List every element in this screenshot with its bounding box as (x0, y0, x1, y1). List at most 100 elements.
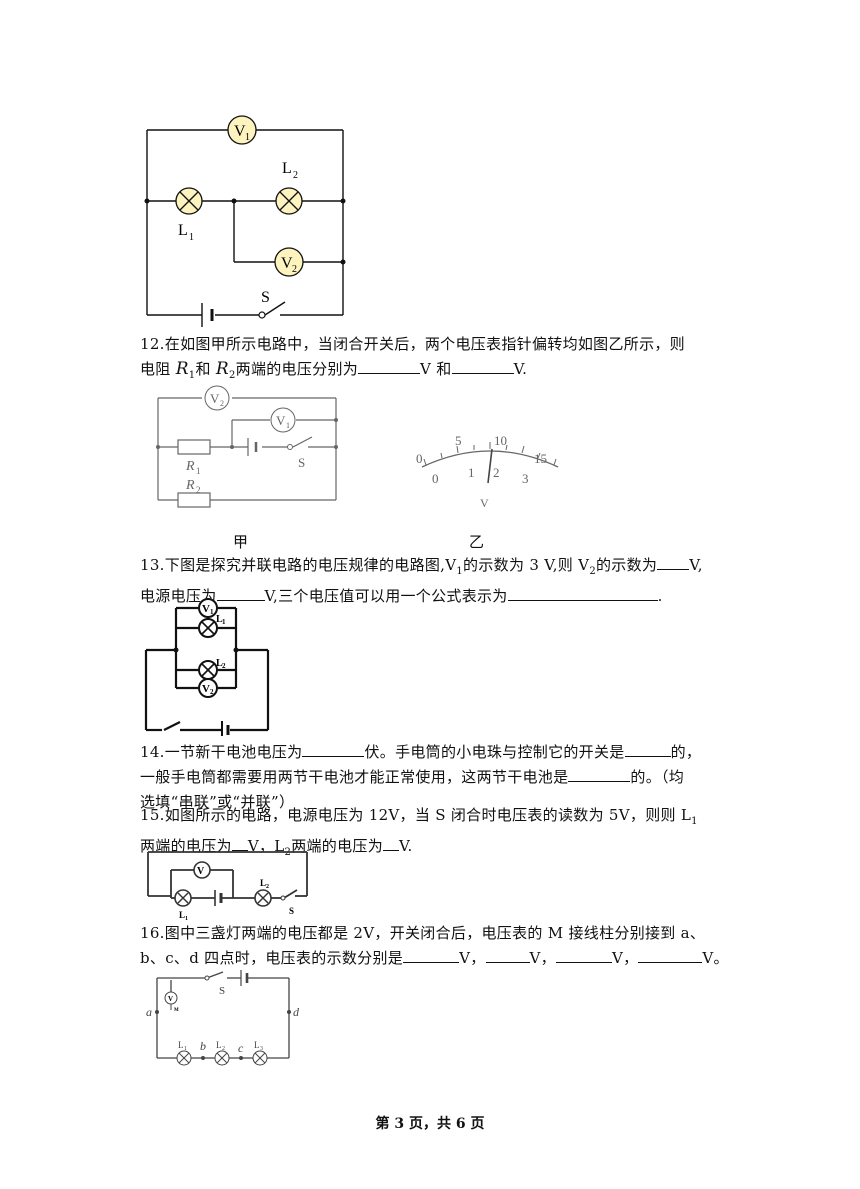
svg-text:V: V (202, 683, 210, 695)
voltmeter-v2-icon: V 2 (204, 385, 230, 411)
lamp-l1-icon (198, 618, 218, 638)
q16-answer-blank-4[interactable] (638, 947, 703, 963)
svg-text:1: 1 (468, 465, 475, 480)
lamp-l2-icon (254, 889, 272, 907)
meter-needle (487, 448, 493, 484)
q12-answer-blank-1[interactable] (358, 358, 421, 374)
figure-q16-circuit: V M S a d b c L 1 L 2 L 3 (146, 970, 300, 1066)
svg-text:S: S (298, 455, 305, 470)
voltmeter-v1-icon: V 1 (270, 407, 296, 433)
q13-answer-blank-2[interactable] (216, 585, 265, 601)
figure-q15-circuit: V L 1 L 2 S (147, 851, 308, 920)
lamp-l1-icon (174, 889, 192, 907)
svg-text:S: S (261, 289, 270, 306)
svg-text:V: V (234, 123, 246, 140)
svg-text:L: L (282, 160, 292, 177)
svg-text:2: 2 (493, 465, 500, 480)
svg-text:V: V (197, 866, 205, 877)
svg-text:L: L (254, 1040, 260, 1050)
q16-answer-blank-1[interactable] (403, 947, 460, 963)
svg-text:L: L (216, 658, 223, 669)
question-13: 13.下图是探究并联电路的电压规律的电路图,V1的示数为 3 V,则 V2的示数… (140, 554, 703, 605)
svg-text:L: L (178, 222, 188, 239)
svg-text:0: 0 (416, 451, 423, 466)
figure-q12-jia-circuit: V 2 V 1 R 1 R 2 S (156, 385, 338, 508)
svg-text:c: c (238, 1041, 244, 1055)
switch-contact (258, 311, 266, 319)
lamp-l2-icon (214, 1050, 230, 1066)
voltmeter-icon: V (193, 861, 211, 879)
figure-q13-circuit: V 1 L 1 L 2 V 2 (144, 598, 270, 736)
svg-text:1: 1 (189, 232, 194, 243)
q15-answer-blank-2[interactable] (383, 835, 399, 851)
svg-text:a: a (146, 1005, 152, 1019)
svg-text:M: M (174, 1008, 179, 1013)
q13-answer-blank-1[interactable] (657, 554, 690, 570)
svg-text:1: 1 (210, 608, 214, 616)
svg-text:0: 0 (432, 471, 439, 486)
lamp-l1-icon (176, 1050, 192, 1066)
lamp-l2-icon (275, 187, 303, 215)
voltmeter-v2-icon: V 2 (198, 678, 218, 698)
voltmeter-v2-icon: V 2 (274, 247, 304, 277)
svg-text:L: L (178, 1040, 184, 1050)
svg-text:3: 3 (522, 471, 529, 486)
voltmeter-v1-icon: V 1 (227, 115, 257, 145)
svg-text:15: 15 (534, 451, 547, 466)
voltmeter-icon: V (164, 991, 178, 1005)
svg-text:1: 1 (245, 132, 250, 143)
q16-answer-blank-3[interactable] (555, 947, 612, 963)
q16-answer-blank-2[interactable] (485, 947, 530, 963)
svg-text:2: 2 (196, 485, 201, 495)
svg-text:10: 10 (494, 433, 507, 448)
svg-text:1: 1 (222, 618, 226, 626)
svg-text:2: 2 (266, 884, 269, 890)
svg-text:1: 1 (196, 466, 201, 476)
lamp-l1-icon (175, 187, 203, 215)
svg-text:2: 2 (222, 662, 226, 670)
q13-answer-blank-3[interactable] (507, 585, 658, 601)
q12-text-line1: 在如图甲所示电路中，当闭合开关后，两个电压表指针偏转均如图乙所示，则 (164, 335, 685, 353)
voltmeter-v1-icon: V 1 (198, 598, 218, 618)
svg-text:b: b (200, 1039, 206, 1053)
svg-text:V: V (168, 995, 173, 1003)
q12-answer-blank-2[interactable] (451, 358, 514, 374)
svg-text:2: 2 (293, 170, 298, 181)
lamp-l3-icon (252, 1050, 268, 1066)
svg-text:2: 2 (210, 688, 214, 696)
svg-text:V: V (480, 496, 489, 510)
svg-text:5: 5 (455, 433, 462, 448)
svg-text:L: L (216, 614, 223, 625)
q12-number: 12. (140, 335, 165, 353)
svg-text:L: L (179, 910, 185, 920)
svg-text:1: 1 (184, 1046, 187, 1052)
svg-text:V: V (276, 413, 286, 428)
svg-text:2: 2 (292, 264, 297, 275)
svg-text:V: V (202, 603, 210, 615)
svg-text:L: L (260, 878, 266, 888)
q14-answer-blank-2[interactable] (624, 741, 671, 757)
page-footer: 第 3 页，共 6 页 (375, 1116, 485, 1132)
question-12: 12.在如图甲所示电路中，当闭合开关后，两个电压表指针偏转均如图乙所示，则 电阻… (140, 335, 685, 381)
svg-text:2: 2 (222, 1046, 225, 1052)
figure-q11-circuit: V 1 L 1 L 2 V 2 S (144, 115, 346, 327)
q14-answer-blank-3[interactable] (568, 766, 631, 782)
meter-scale-arc (421, 450, 559, 468)
question-16: 16.图中三盏灯两端的电压都是 2V，开关闭合后，电压表的 M 接线柱分别接到 … (140, 924, 729, 967)
q15-answer-blank-1[interactable] (231, 835, 248, 851)
svg-text:2: 2 (220, 399, 224, 408)
svg-text:3: 3 (260, 1046, 263, 1052)
svg-text:1: 1 (185, 916, 188, 920)
q14-answer-blank-1[interactable] (302, 741, 365, 757)
q12-figure-label-jia: 甲 (233, 533, 249, 551)
figure-q12-yi-meter: 0 5 10 15 0 1 2 3 V (416, 433, 559, 510)
svg-text:R: R (185, 459, 195, 474)
question-14: 14.一节新干电池电压为伏。手电筒的小电珠与控制它的开关是的， 一般手电筒都需要… (140, 741, 702, 811)
svg-text:S: S (289, 906, 294, 916)
lamp-l2-icon (198, 660, 218, 680)
svg-text:d: d (293, 1005, 300, 1019)
svg-text:1: 1 (286, 421, 290, 430)
svg-text:V: V (210, 391, 220, 406)
q12-figure-label-yi: 乙 (469, 533, 485, 551)
svg-text:V: V (281, 255, 293, 272)
